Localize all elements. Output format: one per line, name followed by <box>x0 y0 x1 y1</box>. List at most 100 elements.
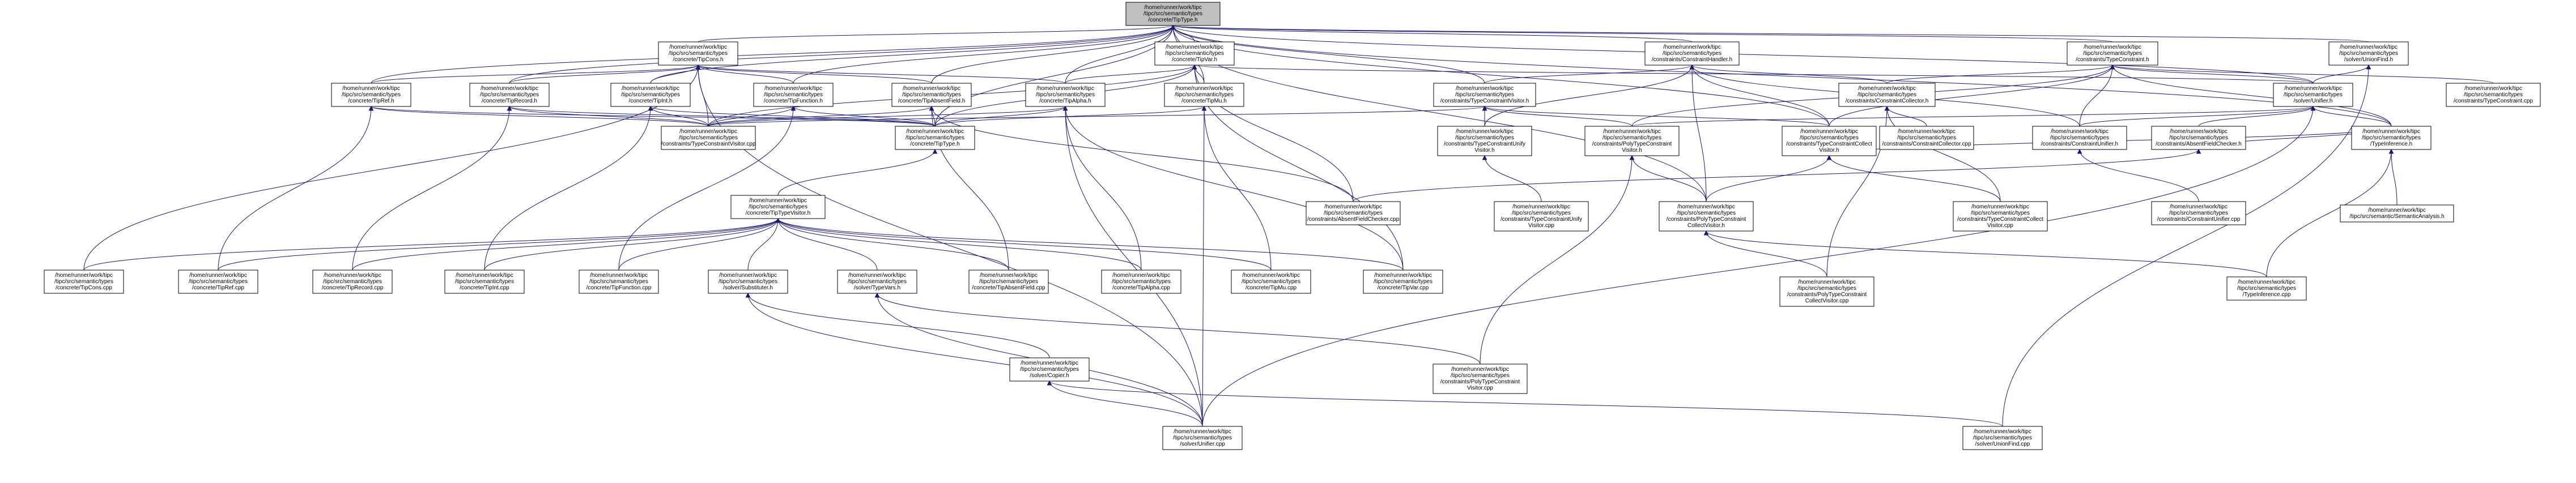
graph-node-n7[interactable]: /home/runner/work/tipc/tipc/src/semantic… <box>469 83 550 107</box>
graph-node-n24[interactable]: /home/runner/work/tipc/tipc/src/semantic… <box>2151 126 2246 150</box>
graph-node-box <box>1363 270 1443 294</box>
graph-edge-n8-n36 <box>484 105 653 271</box>
graph-node-label-line: /home/runner/work/tipc <box>1174 429 1231 435</box>
graph-node-n46[interactable]: /home/runner/work/tipc/tipc/src/semantic… <box>1009 357 1090 382</box>
graph-edge-line <box>1065 106 1203 427</box>
graph-edge-n2-n11 <box>1065 64 1197 84</box>
graph-edge-line <box>1691 65 1830 127</box>
graph-node-n36[interactable]: /home/runner/work/tipc/tipc/src/semantic… <box>444 270 525 294</box>
graph-node-n43[interactable]: /home/runner/work/tipc/tipc/src/semantic… <box>1363 270 1443 294</box>
graph-node-n32[interactable]: /home/runner/work/tipc/tipc/src/semantic… <box>2340 204 2454 223</box>
graph-node-n1[interactable]: /home/runner/work/tipc/tipc/src/semantic… <box>658 41 738 66</box>
graph-edge-n11-n43 <box>1062 105 1404 271</box>
graph-edge-line <box>1484 65 1693 127</box>
graph-node-n17[interactable]: /home/runner/work/tipc/tipc/src/semantic… <box>661 126 756 150</box>
graph-edge-n0-n18 <box>934 24 1176 127</box>
graph-node-n3[interactable]: /home/runner/work/tipc/tipc/src/semantic… <box>1644 41 1740 66</box>
graph-node-n49[interactable]: /home/runner/work/tipc/tipc/src/semantic… <box>1962 426 2043 450</box>
graph-edge-n23-n31 <box>2077 148 2199 202</box>
graph-node-n41[interactable]: /home/runner/work/tipc/tipc/src/semantic… <box>1101 270 1181 294</box>
graph-node-n22[interactable]: /home/runner/work/tipc/tipc/src/semantic… <box>1879 126 1974 150</box>
graph-node-n23[interactable]: /home/runner/work/tipc/tipc/src/semantic… <box>2032 126 2127 150</box>
graph-edge-line <box>509 25 1174 84</box>
graph-edge-n11-n41 <box>1062 105 1142 271</box>
graph-node-label-line: Visitor.h <box>1819 147 1839 153</box>
graph-node-n42[interactable]: /home/runner/work/tipc/tipc/src/semantic… <box>1231 270 1311 294</box>
graph-node-label-line: /concrete/TipInt.cpp <box>460 285 509 291</box>
graph-node-n47[interactable]: /home/runner/work/tipc/tipc/src/semantic… <box>1432 364 1528 394</box>
graph-node-label-line: /home/runner/work/tipc <box>189 272 247 279</box>
graph-edge-n46-n48 <box>1047 380 1203 427</box>
graph-node-n9[interactable]: /home/runner/work/tipc/tipc/src/semantic… <box>753 83 834 107</box>
graph-node-n38[interactable]: /home/runner/work/tipc/tipc/src/semantic… <box>708 270 788 294</box>
graph-edge-n26-n37 <box>618 217 781 271</box>
graph-edge-line <box>698 25 1174 42</box>
graph-node-n14[interactable]: /home/runner/work/tipc/tipc/src/semantic… <box>1838 83 1936 107</box>
graph-node-n19[interactable]: /home/runner/work/tipc/tipc/src/semantic… <box>1437 126 1532 156</box>
graph-node-n37[interactable]: /home/runner/work/tipc/tipc/src/semantic… <box>579 270 659 294</box>
graph-edge-line <box>1484 155 1542 202</box>
graph-node-n25[interactable]: /home/runner/work/tipc/tipc/src/semantic… <box>2351 126 2432 150</box>
graph-node-n10[interactable]: /home/runner/work/tipc/tipc/src/semantic… <box>891 83 972 107</box>
graph-node-label-line: /home/runner/work/tipc <box>2170 204 2228 210</box>
graph-node-n45[interactable]: /home/runner/work/tipc/tipc/src/semantic… <box>2226 276 2307 301</box>
graph-node-label-line: /home/runner/work/tipc <box>1166 44 1223 50</box>
graph-node-n48[interactable]: /home/runner/work/tipc/tipc/src/semantic… <box>1162 426 1243 450</box>
graph-node-box <box>658 41 738 66</box>
graph-node-n4[interactable]: /home/runner/work/tipc/tipc/src/semantic… <box>2067 41 2158 66</box>
graph-edge-line <box>1484 65 1693 84</box>
graph-node-label-line: /tipc/src/semantic/types <box>719 279 777 285</box>
graph-node-n44[interactable]: /home/runner/work/tipc/tipc/src/semantic… <box>1779 276 1874 307</box>
graph-node-n15[interactable]: /home/runner/work/tipc/tipc/src/semantic… <box>2273 83 2353 107</box>
graph-node-n39[interactable]: /home/runner/work/tipc/tipc/src/semantic… <box>837 270 917 294</box>
graph-node-n2[interactable]: /home/runner/work/tipc/tipc/src/semantic… <box>1154 41 1235 66</box>
graph-node-label-line: /tipc/src/semantic/types <box>1036 92 1095 98</box>
graph-edge-arrowhead <box>2077 148 2082 154</box>
graph-edge-line <box>931 25 1174 84</box>
graph-node-n18[interactable]: /home/runner/work/tipc/tipc/src/semantic… <box>895 126 975 150</box>
graph-edge-line <box>1706 155 1830 202</box>
graph-edge-n24-n27 <box>1353 148 2201 202</box>
graph-edge-n18-n26 <box>777 148 938 196</box>
graph-node-n35[interactable]: /home/runner/work/tipc/tipc/src/semantic… <box>312 270 393 294</box>
graph-node-label-line: /concrete/TipInt.h <box>629 98 673 104</box>
graph-node-n11[interactable]: /home/runner/work/tipc/tipc/src/semantic… <box>1025 83 1106 107</box>
graph-node-n12[interactable]: /home/runner/work/tipc/tipc/src/semantic… <box>1164 83 1244 107</box>
graph-node-n13[interactable]: /home/runner/work/tipc/tipc/src/semantic… <box>1433 83 1536 107</box>
graph-node-n16[interactable]: /home/runner/work/tipc/tipc/src/semantic… <box>2446 83 2541 107</box>
graph-node-label-line: /constraints/PolyTypeConstraint <box>1440 379 1520 385</box>
graph-node-n30[interactable]: /home/runner/work/tipc/tipc/src/semantic… <box>1953 201 2048 232</box>
graph-edge-line <box>1194 65 2314 84</box>
graph-node-label-line: /tipc/src/semantic/types <box>2339 50 2398 57</box>
graph-edge-line <box>1691 65 1888 84</box>
graph-node-box <box>2067 41 2158 66</box>
graph-node-n40[interactable]: /home/runner/work/tipc/tipc/src/semantic… <box>968 270 1049 294</box>
graph-edge-n26-n43 <box>775 217 1404 271</box>
graph-node-n0[interactable]: /home/runner/work/tipc/tipc/src/semantic… <box>1125 2 1221 26</box>
graph-node-n8[interactable]: /home/runner/work/tipc/tipc/src/semantic… <box>610 83 691 107</box>
graph-node-n33[interactable]: /home/runner/work/tipc/tipc/src/semantic… <box>44 270 124 294</box>
graph-edge-n15-n48 <box>1202 105 2316 427</box>
graph-edge-line <box>747 293 1203 427</box>
graph-node-label-line: /home/runner/work/tipc <box>764 86 822 92</box>
graph-node-n5[interactable]: /home/runner/work/tipc/tipc/src/semantic… <box>2328 41 2409 66</box>
graph-node-n6[interactable]: /home/runner/work/tipc/tipc/src/semantic… <box>331 83 411 107</box>
graph-node-n29[interactable]: /home/runner/work/tipc/tipc/src/semantic… <box>1659 201 1754 232</box>
graph-node-label-line: /home/runner/work/tipc <box>1971 204 2029 210</box>
graph-edge-n21-n30 <box>1826 155 2001 202</box>
graph-edge-line <box>1353 149 2199 202</box>
graph-node-n26[interactable]: /home/runner/work/tipc/tipc/src/semantic… <box>730 195 826 219</box>
graph-node-box <box>891 83 972 107</box>
graph-node-label-line: /home/runner/work/tipc <box>481 86 538 92</box>
graph-edge-line <box>1691 65 1707 202</box>
graph-node-n21[interactable]: /home/runner/work/tipc/tipc/src/semantic… <box>1782 126 1877 156</box>
graph-node-label-line: /tipc/src/semantic/types <box>1663 50 1721 57</box>
graph-node-label-line: /constraints/AbsentFieldChecker.h <box>2156 141 2242 147</box>
graph-edge-arrowhead <box>874 292 880 298</box>
graph-node-n20[interactable]: /home/runner/work/tipc/tipc/src/semantic… <box>1584 126 1680 156</box>
graph-node-n34[interactable]: /home/runner/work/tipc/tipc/src/semantic… <box>178 270 258 294</box>
graph-edge-line <box>934 106 1205 127</box>
graph-node-n28[interactable]: /home/runner/work/tipc/tipc/src/semantic… <box>1494 201 1589 232</box>
graph-node-n31[interactable]: /home/runner/work/tipc/tipc/src/semantic… <box>2151 201 2246 225</box>
graph-node-n27[interactable]: /home/runner/work/tipc/tipc/src/semantic… <box>1306 201 1401 225</box>
